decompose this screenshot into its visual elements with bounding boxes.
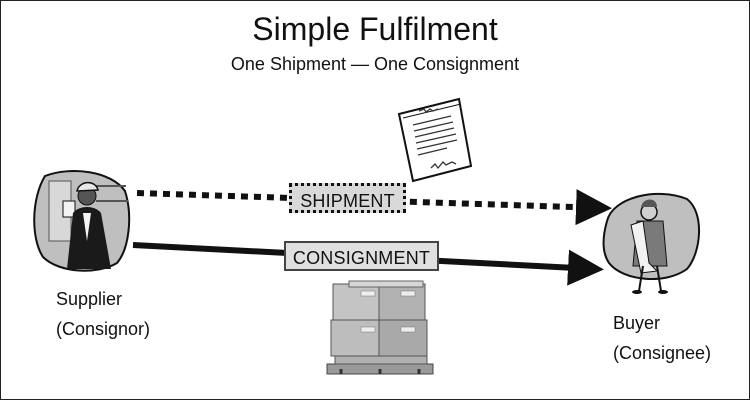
supplier-name: Supplier bbox=[56, 289, 123, 309]
diagram-title: Simple Fulfilment bbox=[252, 11, 498, 47]
buyer-name: Buyer bbox=[613, 313, 661, 333]
supplier-clipart-icon bbox=[33, 170, 131, 272]
consignment-label: CONSIGNMENT bbox=[284, 241, 439, 271]
supplier-label: Supplier (Consignor) bbox=[56, 284, 150, 344]
buyer-role: (Consignee) bbox=[613, 343, 712, 363]
diagram-subtitle: One Shipment — One Consignment bbox=[230, 54, 520, 74]
buyer-label: Buyer (Consignee) bbox=[613, 308, 711, 368]
shipment-label: SHIPMENT bbox=[289, 183, 406, 213]
supplier-role: (Consignor) bbox=[56, 319, 151, 339]
pallet-boxes-icon bbox=[326, 280, 434, 375]
document-icon bbox=[397, 97, 473, 183]
buyer-clipart-icon bbox=[602, 192, 700, 294]
